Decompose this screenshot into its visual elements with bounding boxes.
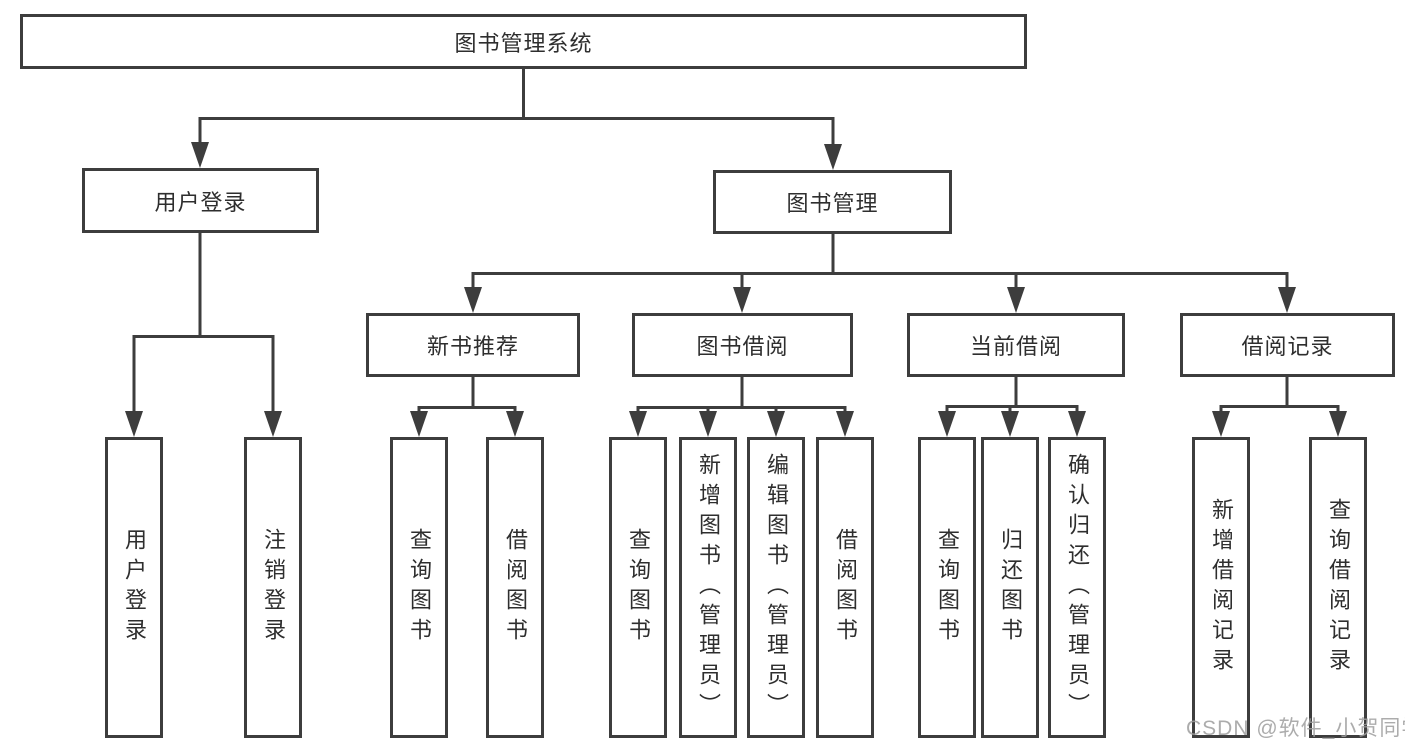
leaf-borrow-books-recommend-label: 借阅图书 (503, 527, 528, 648)
leaf-add-borrow-record-label: 新增借阅记录 (1209, 497, 1234, 678)
leaf-query-books-recommend-label: 查询图书 (407, 527, 432, 648)
arrowheads (125, 142, 1347, 437)
leaf-borrow-books-recommend: 借阅图书 (486, 437, 544, 738)
leaf-user-login-label: 用户登录 (122, 527, 147, 648)
leaf-add-book-admin: 新增图书（管理员） (679, 437, 737, 738)
node-user-login: 用户登录 (82, 168, 319, 233)
leaf-add-book-admin-label: 新增图书（管理员） (696, 452, 721, 723)
node-user-login-label: 用户登录 (154, 189, 247, 215)
node-current-borrow: 当前借阅 (907, 313, 1125, 377)
leaf-return-book-label: 归还图书 (998, 527, 1023, 648)
node-current-borrow-label: 当前借阅 (969, 334, 1062, 359)
node-root-label: 图书管理系统 (454, 30, 593, 56)
node-book-management-label: 图书管理 (786, 191, 879, 216)
leaf-confirm-return-admin-label: 确认归还（管理员） (1065, 452, 1090, 723)
leaf-edit-book-admin-label: 编辑图书（管理员） (764, 452, 789, 723)
leaf-query-borrow-record: 查询借阅记录 (1309, 437, 1367, 738)
connector-paths (132, 66, 1340, 414)
node-borrow-records: 借阅记录 (1180, 313, 1395, 377)
node-book-management: 图书管理 (713, 170, 952, 234)
leaf-query-books-current-label: 查询图书 (935, 527, 960, 648)
node-book-borrow-label: 图书借阅 (696, 334, 789, 359)
leaf-logout: 注销登录 (244, 437, 302, 738)
node-new-book-recommend-label: 新书推荐 (426, 334, 519, 359)
leaf-logout-label: 注销登录 (261, 527, 286, 648)
leaf-query-borrow-record-label: 查询借阅记录 (1326, 497, 1351, 678)
leaf-query-books-recommend: 查询图书 (390, 437, 448, 738)
leaf-borrow-books-borrow: 借阅图书 (816, 437, 874, 738)
leaf-query-books-borrow: 查询图书 (609, 437, 667, 738)
csdn-watermark: CSDN @软件_小贺同学 (1186, 717, 1405, 740)
leaf-edit-book-admin: 编辑图书（管理员） (747, 437, 805, 738)
node-book-borrow: 图书借阅 (632, 313, 853, 377)
leaf-confirm-return-admin: 确认归还（管理员） (1048, 437, 1106, 738)
leaf-user-login: 用户登录 (105, 437, 163, 738)
leaf-return-book: 归还图书 (981, 437, 1039, 738)
node-borrow-records-label: 借阅记录 (1241, 334, 1334, 359)
leaf-query-books-current: 查询图书 (918, 437, 976, 738)
node-new-book-recommend: 新书推荐 (366, 313, 580, 377)
node-root: 图书管理系统 (20, 14, 1027, 69)
leaf-borrow-books-borrow-label: 借阅图书 (833, 527, 858, 648)
leaf-add-borrow-record: 新增借阅记录 (1192, 437, 1250, 738)
leaf-query-books-borrow-label: 查询图书 (626, 527, 651, 648)
